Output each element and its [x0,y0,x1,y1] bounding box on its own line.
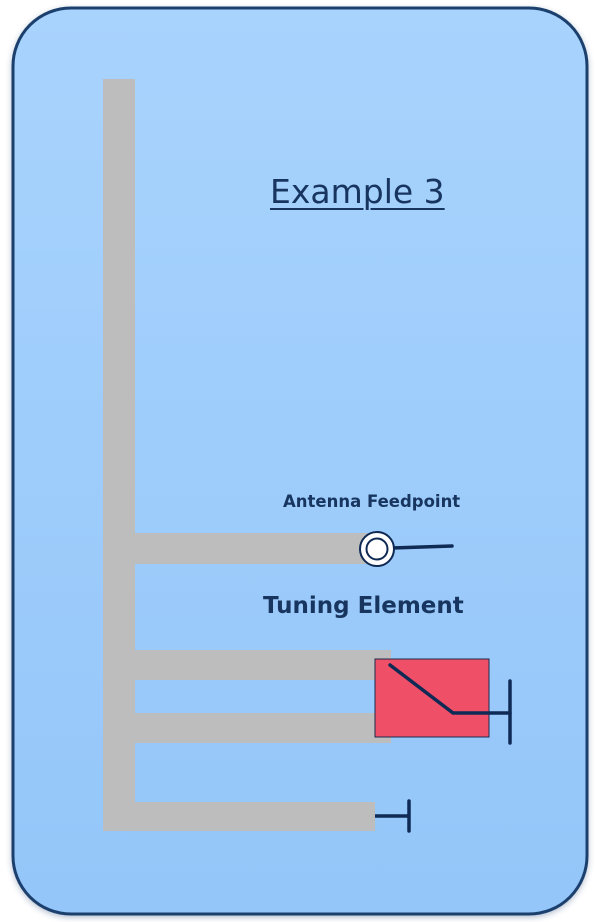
feed-arm-trace [103,533,375,564]
tuning-arm-upper-trace [103,650,391,680]
background-panel [11,6,589,916]
diagram-title: Example 3 [270,172,445,211]
tuning-arm-lower-trace [103,713,391,743]
tuning-element-label: Tuning Element [263,593,464,619]
feedpoint-lead [390,544,454,550]
antenna-traces [103,79,391,831]
antenna-feedpoint-label: Antenna Feedpoint [283,492,461,511]
tuning-switch-line [388,663,512,715]
main-vertical-trace [103,79,135,831]
feedpoint-connector-icon [359,531,395,567]
bottom-arm-trace [103,802,375,831]
